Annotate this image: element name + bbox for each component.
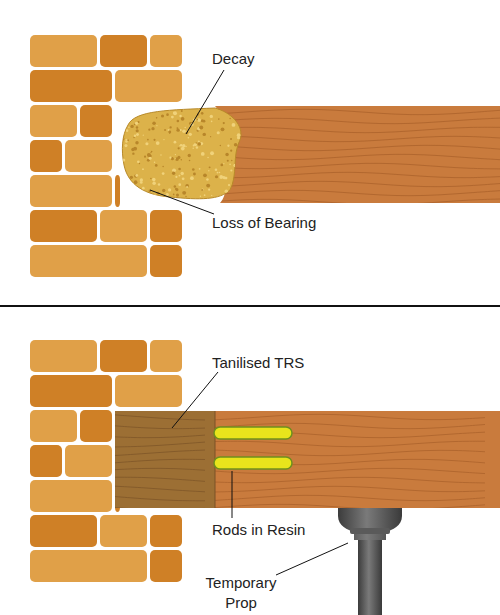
tanilised-trs-section [115, 411, 215, 508]
wood-grain [115, 415, 205, 508]
callout-label: Loss of Bearing [212, 213, 316, 233]
decayed-timber [122, 108, 241, 199]
wood-grain [215, 414, 485, 508]
wood-grain [200, 109, 500, 204]
leader-lines [150, 70, 348, 575]
panel-divider [0, 305, 500, 307]
callout-label: Rods in Resin [212, 520, 305, 540]
callout-label: Temporary Prop [200, 573, 282, 612]
timber-beam [215, 411, 500, 508]
resin-rod [214, 427, 292, 439]
decay-texture [119, 105, 246, 203]
temporary-prop [338, 508, 402, 615]
callout-label: Decay [212, 49, 255, 69]
callout-label: Tanilised TRS [212, 353, 304, 373]
resin-rod [214, 457, 292, 469]
